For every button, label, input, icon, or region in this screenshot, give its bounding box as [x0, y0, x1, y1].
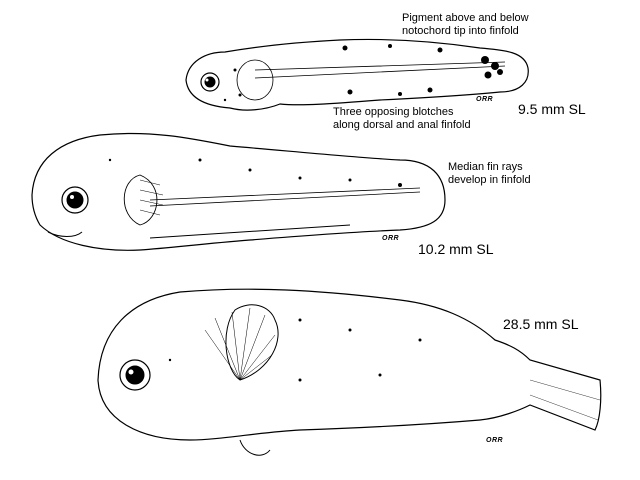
size-label-28-5mm: 28.5 mm SL	[503, 316, 579, 332]
blotches-annotation-line2: along dorsal and anal finfold	[333, 119, 471, 131]
pigment-annotation-line2: notochord tip into finfold	[402, 25, 519, 37]
blotches-annotation-line1: Three opposing blotches	[333, 106, 454, 118]
artist-signature-1: ORR	[476, 96, 494, 103]
pigment-annotation: Pigment above and below notochord tip in…	[402, 12, 529, 38]
artist-signature-3: ORR	[486, 437, 504, 444]
fin-rays-annotation: Median fin rays develop in finfold	[448, 161, 531, 187]
fin-rays-annotation-line1: Median fin rays	[448, 161, 523, 173]
size-label-9-5mm: 9.5 mm SL	[518, 101, 586, 117]
fin-rays-annotation-line2: develop in finfold	[448, 174, 531, 186]
larva-9-5mm	[185, 38, 529, 111]
larva-10-2mm	[31, 132, 446, 251]
blotches-annotation: Three opposing blotches along dorsal and…	[333, 106, 471, 132]
pigment-annotation-line1: Pigment above and below	[402, 12, 529, 24]
juvenile-28-5mm	[97, 288, 602, 456]
artist-signature-2: ORR	[382, 235, 400, 242]
size-label-10-2mm: 10.2 mm SL	[418, 241, 494, 257]
